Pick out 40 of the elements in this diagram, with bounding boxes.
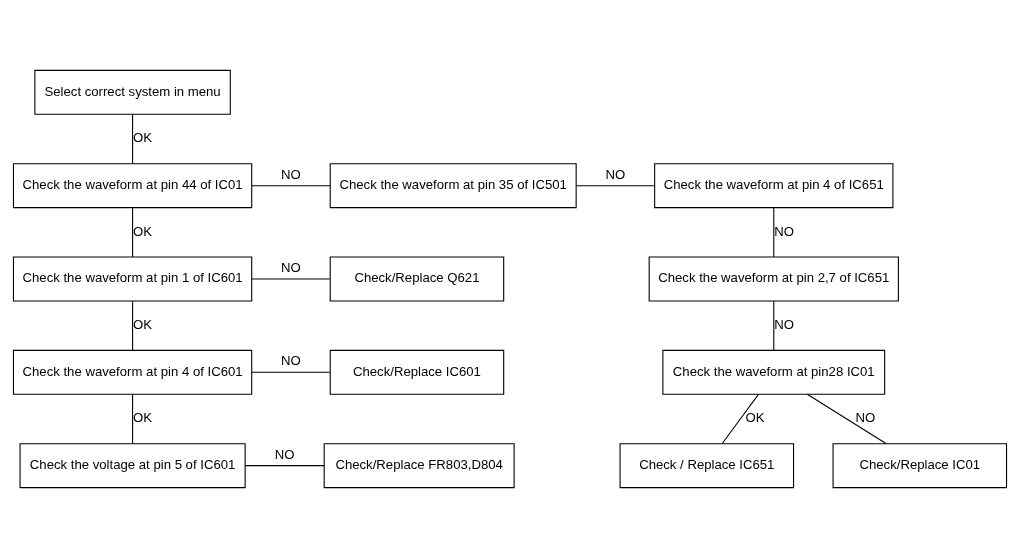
edge-label: OK (132, 129, 152, 145)
connector (721, 393, 759, 444)
node-box: Check the waveform at pin 35 of IC501 (329, 162, 577, 208)
node-box: Check the waveform at pin 4 of IC651 (654, 162, 894, 208)
node-box: Check/Replace Q621 (329, 256, 505, 301)
edge-label: NO (281, 259, 301, 275)
edge-label: OK (132, 409, 152, 425)
connector (251, 371, 331, 373)
node-box: Check/Replace IC601 (329, 349, 505, 395)
node-box: Check/Replace FR803,D804 (323, 442, 515, 488)
connector (575, 184, 655, 186)
connector (773, 206, 775, 257)
edge-label: NO (281, 352, 301, 368)
node-box: Check the waveform at pin 4 of IC601 (12, 349, 253, 395)
node-box: Check / Replace IC651 (619, 442, 795, 488)
connector (132, 300, 134, 351)
connector (132, 206, 134, 257)
node-box: Check the voltage at pin 5 of IC601 (19, 442, 246, 488)
node-box: Check the waveform at pin28 IC01 (662, 349, 886, 395)
connector (132, 113, 134, 164)
edge-label: NO (774, 223, 795, 239)
node-box: Check the waveform at pin 44 of IC01 (12, 162, 253, 208)
connector (251, 184, 331, 186)
edge-label: OK (132, 223, 152, 239)
connector (806, 393, 887, 444)
edge-label: NO (281, 166, 301, 182)
edge-label: OK (745, 409, 765, 425)
edge-label: OK (132, 316, 152, 332)
edge-label: NO (605, 166, 626, 182)
connector (244, 464, 325, 466)
edge-label: NO (274, 446, 295, 462)
edge-label: NO (855, 409, 876, 425)
edge-label: NO (774, 316, 795, 332)
connector (773, 300, 775, 351)
node-box: Select correct system in menu (34, 69, 231, 115)
node-box: Check the waveform at pin 1 of IC601 (12, 256, 253, 301)
node-box: Check the waveform at pin 2,7 of IC651 (648, 256, 899, 301)
node-box: Check/Replace IC01 (832, 442, 1008, 488)
connector (132, 393, 134, 444)
connector (251, 277, 331, 280)
